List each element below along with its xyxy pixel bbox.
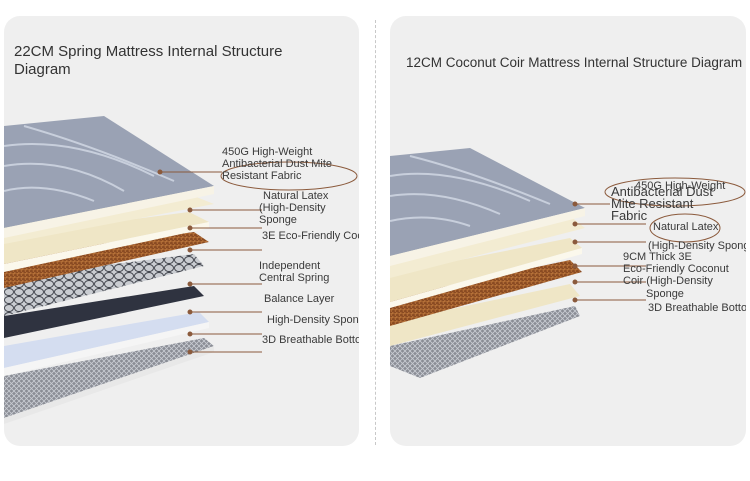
label-r-high-density-sponge: (High-Density Sponge [648,240,746,252]
label-natural-latex: Natural Latex [263,190,329,202]
high-density-sponge-layer [4,312,209,368]
label-bottom-fabric: 3D Breathable Bottom Fabric [262,334,359,346]
sponge-edge [4,222,209,272]
r-sponge-layer [390,238,582,302]
spring-mattress-title: 22CM Spring Mattress Internal Structure … [14,43,283,78]
spring-mattress-panel: 22CM Spring Mattress Internal Structure … [4,16,359,446]
coir-mattress-panel: 12CM Coconut Coir Mattress Internal Stru… [390,16,746,446]
bottom-fabric-layer [4,338,214,418]
r-bottom-fabric-layer [390,306,580,378]
label-r-natural-latex: Natural Latex [653,221,719,233]
r-sponge-bottom [390,284,580,346]
r-top-fabric-edge [390,208,585,266]
panel-divider [375,20,376,445]
r-latex-layer [390,216,585,278]
coir-mattress-title: 12CM Coconut Coir Mattress Internal Stru… [406,55,743,70]
r-top-fabric-quilting [390,155,551,227]
r-coir-layer [390,260,582,326]
bottom-fabric-edge [4,346,214,424]
coir-mattress-layers [390,148,746,378]
top-fabric-quilting [4,125,175,202]
label-balance-layer: Balance Layer [264,293,335,305]
label-coconut-coir: 3E Eco-Friendly Coconut Coir [262,230,359,242]
r-sponge-edge [390,248,582,308]
top-fabric-layer [4,116,214,228]
right-leader-lines [572,177,746,303]
sponge-layer [4,212,209,264]
spring-mattress-layers [4,116,358,424]
high-density-sponge-edge [4,322,209,376]
label-r-bottom-fabric: 3D Breathable Bottom Fabric [648,302,746,314]
left-leader-lines [157,161,358,355]
label-r-sponge: Sponge [646,288,684,300]
label-high-density-sponge: High-Density Sponge [267,314,359,326]
balance-layer [4,286,204,338]
label-450g-high-weight: 450G High-Weight [635,180,726,192]
top-fabric-edge [4,186,214,238]
spring-layer [4,254,204,316]
coir-layer [4,232,209,288]
